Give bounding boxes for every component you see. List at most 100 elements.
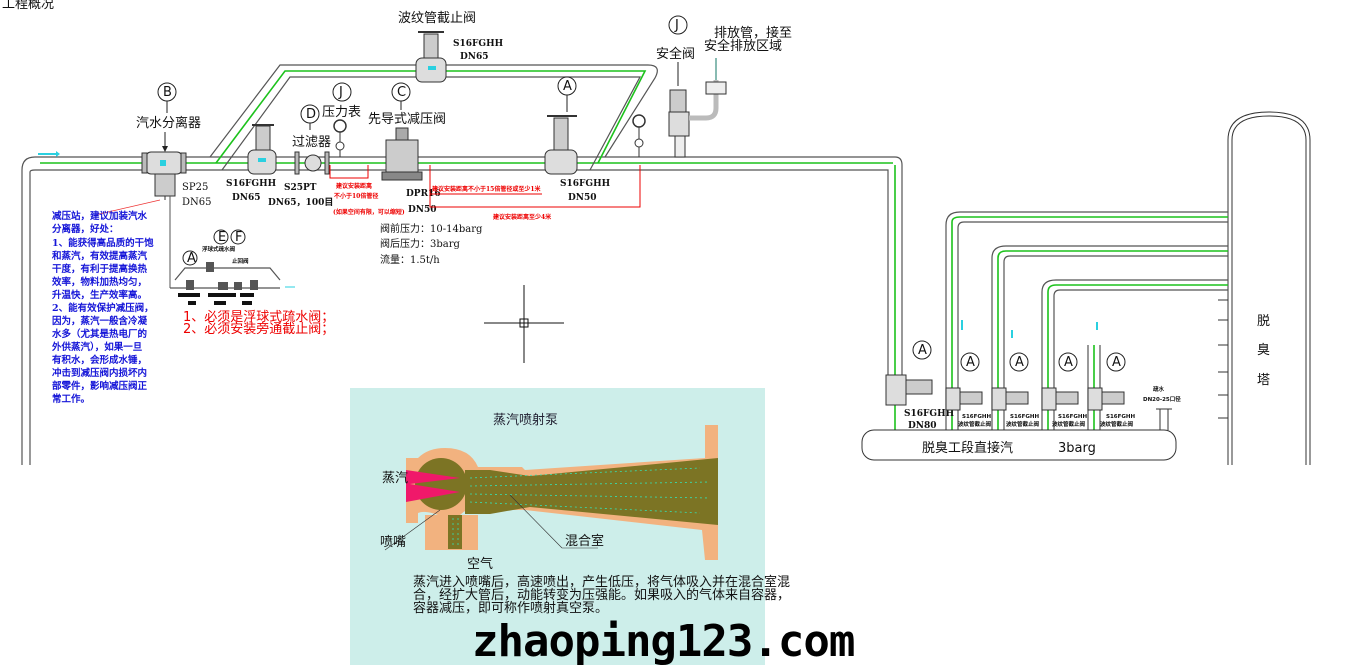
tower-label-2: 臭: [1257, 343, 1270, 358]
strainer-size: DN65，100目: [268, 197, 333, 208]
branch-valve-name: 波纹管截止阀: [958, 420, 992, 428]
note-line: 部零件，影响减压阀正: [52, 380, 148, 392]
safety-valve: J 安全阀 排放管，接至 安全排放区域: [656, 15, 792, 158]
valve2-size: DN50: [568, 193, 597, 203]
ejector-description-line1: 蒸汽进入喷嘴后，高速喷出，产生低压，将气体吸入并在混合室混: [413, 574, 790, 590]
note-line: 冲击到减压阀内损坏内: [52, 367, 147, 379]
note-line: 分离器，好处：: [52, 223, 119, 235]
note-line: 1、能获得高品质的干饱: [52, 237, 154, 249]
separator-benefit-note: 减压站，建议加装汽水 分离器，好处： 1、能获得高品质的干饱 和蒸汽，有效提高蒸…: [51, 210, 154, 405]
note-line: 减压站，建议加装汽水: [52, 210, 148, 222]
drain-label: 疏水: [1153, 385, 1165, 393]
valve1-model: S16FGHH: [226, 179, 277, 189]
note-line: 干度，有利于提高换热: [52, 263, 148, 275]
branch-valve-model: S16FGHH: [1106, 414, 1135, 420]
separator-model: SP25: [182, 182, 208, 193]
separator-size: DN65: [182, 197, 212, 208]
separator-tag: B: [163, 85, 172, 100]
float-trap-label: 浮球式疏水阀: [202, 245, 236, 253]
deodorizer-tower: 脱 臭 塔: [1218, 111, 1311, 465]
note-line: 升温快，生产效率高。: [52, 289, 147, 301]
valve2-tag: A: [563, 79, 572, 94]
branch-valve-name: 波纹管截止阀: [1006, 420, 1040, 428]
steam-separator: B 汽水分离器 SP25 DN65: [94, 82, 212, 288]
watermark: zhaoping123.com: [472, 616, 855, 667]
branch-pipes: [894, 165, 1228, 430]
bypass-globe-valve: 波纹管截止阀 S16FGHH DN65: [398, 11, 504, 83]
tower-label-1: 脱: [1257, 314, 1270, 329]
trap-note-2: 2、必须安装旁通截止阀；: [183, 321, 334, 337]
prv-tag: C: [397, 85, 406, 100]
note-line: 有积水，会形成水锤，: [52, 354, 147, 366]
branch-valve-tag: A: [1064, 355, 1073, 370]
valve2-model: S16FGHH: [560, 179, 611, 189]
branch-valve-name: 波纹管截止阀: [1100, 420, 1134, 428]
prv-spec-inlet: 阀前压力：10-14barg: [380, 222, 483, 235]
globe-valve-1: S16FGHH DN65: [226, 124, 277, 203]
prv-spec-outlet: 阀后压力：3barg: [380, 237, 461, 250]
branch-valve-tag: A: [1015, 355, 1024, 370]
downstream-note: 建议安装距离不小于15倍管径或至少1米: [432, 185, 541, 193]
flow-arrow-head: [56, 151, 60, 157]
steam-ejector-illustration: 蒸汽喷射泵 蒸汽 喷嘴 混合室 空气 蒸汽进入喷嘴后，高速喷出，产生低压，将气体…: [350, 388, 790, 665]
upstream-note-line3: (如果空间有限，可以缩短): [333, 208, 405, 216]
nozzle-shape: [406, 470, 460, 502]
branch-valve-tag: A: [966, 355, 975, 370]
trap-tag-e: E: [218, 230, 226, 245]
trap-note-1: 1、必须是浮球式疏水阀；: [183, 310, 334, 325]
branch-valve-tag: A: [1112, 355, 1121, 370]
note-line: 和蒸汽，有效提高蒸汽: [51, 250, 148, 262]
ejector-description-line2: 合，经扩大管后，动能转变为压强能。如果吸入的气体来自容器，: [413, 587, 790, 603]
pressure-gauge-1: J 压力表: [322, 82, 361, 157]
nozzle-label: 喷嘴: [380, 535, 406, 550]
trap-tag-a: A: [187, 251, 196, 266]
note-line: 因为，蒸汽一般含冷凝: [52, 315, 148, 327]
note-line: 2、能有效保护减压阀，: [52, 302, 154, 314]
tower-label-3: 塔: [1257, 373, 1270, 388]
note-line: 常工作。: [52, 393, 90, 405]
prv-size: DN50: [408, 205, 437, 215]
vent-note-line2: 安全排放区域: [704, 38, 782, 54]
bypass-valve-label: 波纹管截止阀: [398, 11, 476, 26]
strainer-tag: D: [306, 107, 316, 122]
steam-header: 脱臭工段直接汽 3barg A S16FGHH DN80 A S16FGHH 波…: [861, 320, 1181, 461]
strainer-model: S25PT: [284, 183, 317, 193]
total-distance-note: 建议安装距离至少4米: [493, 213, 551, 221]
inlet-valve-size: DN80: [908, 421, 937, 431]
valve1-size: DN65: [232, 193, 261, 203]
installation-distance-notes: 建议安装距离 不小于10倍管径 (如果空间有限，可以缩短) 建议安装距离不小于1…: [329, 165, 641, 221]
note-line: 水多（尤其是热电厂的: [52, 328, 148, 340]
header-pressure: 3barg: [1058, 441, 1096, 456]
upstream-note-line1: 建议安装距离: [336, 182, 372, 190]
branch-valve-name: 波纹管截止阀: [1052, 420, 1086, 428]
prv-label: 先导式减压阀: [368, 112, 446, 127]
header-label: 脱臭工段直接汽: [922, 440, 1013, 456]
inlet-valve-model: S16FGHH: [904, 409, 955, 419]
air-label: 空气: [467, 556, 493, 572]
bypass-valve-size: DN65: [460, 52, 489, 62]
gauge1-tag: J: [338, 85, 343, 100]
trap-tag-f: F: [235, 230, 242, 245]
drain-size: DN20-25口径: [1143, 395, 1181, 403]
safety-valve-tag: J: [674, 18, 679, 33]
globe-valve-2: A S16FGHH DN50: [544, 76, 611, 203]
strainer: D 过滤器 S25PT DN65，100目: [268, 104, 333, 208]
pressure-reducing-valve: C 先导式减压阀 DPR16 DN50: [368, 82, 446, 215]
prv-model: DPR16: [406, 189, 441, 199]
crosshair-cursor: [484, 285, 564, 363]
bypass-valve-model: S16FGHH: [453, 39, 504, 49]
strainer-label: 过滤器: [292, 135, 331, 150]
note-line: 外供蒸汽），如果一旦: [51, 341, 143, 353]
separator-label: 汽水分离器: [136, 115, 201, 131]
upstream-note-line2: 不小于10倍管径: [334, 192, 378, 200]
branch-valve-model: S16FGHH: [1058, 414, 1087, 420]
prv-spec-flow: 流量：1.5t/h: [380, 253, 440, 266]
branch-valve-model: S16FGHH: [962, 414, 991, 420]
prv-specs: 阀前压力：10-14barg 阀后压力：3barg 流量：1.5t/h: [380, 222, 483, 266]
ejector-title: 蒸汽喷射泵: [493, 412, 558, 428]
branch-valve-model: S16FGHH: [1010, 414, 1039, 420]
safety-valve-label: 安全阀: [656, 46, 695, 62]
header-fragment: 工程概况: [2, 0, 54, 12]
steam-label: 蒸汽: [382, 471, 408, 486]
